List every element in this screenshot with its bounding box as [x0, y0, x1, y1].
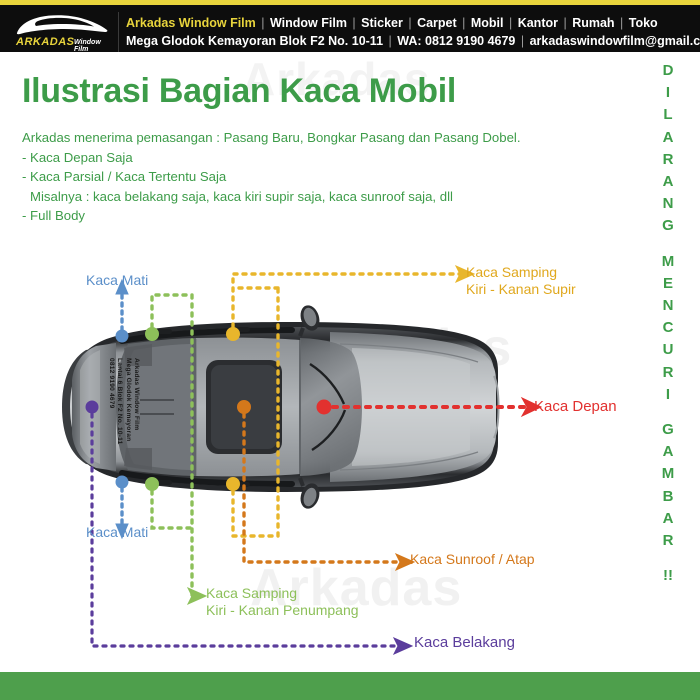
vertical-warning-letter: C — [662, 319, 674, 337]
header-nav-item[interactable]: Window Film — [269, 16, 347, 30]
callout-kaca-mati-top — [115, 278, 129, 343]
header-nav-item[interactable]: Kantor — [517, 16, 558, 30]
vertical-warning-letter: E — [662, 274, 673, 292]
header-separator: | — [257, 16, 268, 30]
header-underline — [0, 52, 700, 55]
callout-samping-penumpang — [145, 293, 208, 606]
brand-logo[interactable]: ARKADAS Window Film — [8, 11, 116, 53]
label-kaca-mati-bottom: Kaca Mati — [86, 524, 149, 540]
vertical-warning-letter: U — [662, 341, 674, 359]
label-line-1: Kaca Samping — [466, 264, 558, 280]
callout-kaca-mati-bottom — [115, 475, 129, 540]
header-separator: | — [616, 16, 627, 30]
callout-samping-supir — [226, 264, 476, 538]
label-line-1: Kaca Samping — [206, 585, 298, 601]
car-stamp-line: Arkadas Window Film — [133, 358, 140, 431]
vertical-warning-letter: D — [662, 62, 674, 79]
intro-text-block: Arkadas menerima pemasangan : Pasang Bar… — [22, 128, 521, 226]
logo-subtitle: Window Film — [74, 39, 101, 53]
header-separator: | — [559, 16, 571, 30]
header-nav-line: Arkadas Window Film | Window Film | Stic… — [126, 16, 658, 30]
vertical-warning-letter: L — [663, 106, 673, 124]
page-title: Ilustrasi Bagian Kaca Mobil — [22, 72, 457, 110]
header-nav-item[interactable]: Sticker — [361, 16, 403, 30]
vertical-warning-letter: A — [662, 128, 674, 146]
header-brand-name[interactable]: Arkadas Window Film — [126, 16, 256, 30]
label-kaca-belakang: Kaca Belakang — [414, 634, 515, 651]
vertical-warning-letter: A — [662, 443, 674, 461]
vertical-warning-letter: B — [662, 487, 674, 505]
label-line-2: Kiri - Kanan Penumpang — [206, 602, 359, 618]
header-nav-item[interactable]: Carpet — [417, 16, 457, 30]
header-address[interactable]: Mega Glodok Kemayoran Blok F2 No. 10-11 — [126, 34, 384, 48]
intro-line: Arkadas menerima pemasangan : Pasang Bar… — [22, 130, 521, 145]
side-mirror-bottom — [298, 477, 320, 509]
header-separator: | — [348, 16, 360, 30]
header-separator: | — [517, 34, 528, 48]
header-nav-item[interactable]: Rumah — [572, 16, 615, 30]
header-separator: | — [404, 16, 416, 30]
car-silhouette-icon — [16, 15, 108, 35]
car-stamp-line: Lantai 6 Blok F2 No. 10-11 — [116, 358, 124, 445]
vertical-warning-letter: M — [661, 465, 675, 483]
header-separator: | — [385, 34, 396, 48]
vertical-warning-letter: N — [662, 195, 674, 213]
header-bar: ARKADAS Window Film Arkadas Window Film … — [0, 5, 700, 53]
vertical-warning-letter: I — [665, 385, 671, 403]
car-stamp-line: Mega Glodok Kemayoran — [124, 358, 132, 442]
vertical-warning-letter: A — [662, 173, 674, 191]
header-contact-line: Mega Glodok Kemayoran Blok F2 No. 10-11 … — [126, 34, 700, 48]
header-separator: | — [458, 16, 469, 30]
vertical-warning-letter: G — [662, 421, 674, 439]
label-kaca-mati-top: Kaca Mati — [86, 272, 149, 288]
callout-sunroof — [237, 400, 416, 572]
vertical-warning-letter: M — [661, 252, 675, 270]
intro-line: - Kaca Depan Saja — [22, 149, 133, 165]
intro-line: - Kaca Parsial / Kaca Tertentu Saja — [22, 169, 227, 184]
vertical-warning-letter: !! — [663, 567, 673, 585]
side-mirror-top — [298, 305, 320, 337]
callout-kaca-belakang — [85, 400, 414, 656]
header-separator: | — [505, 16, 516, 30]
vertical-warning-letter: I — [665, 84, 671, 102]
vertical-warning-letter: N — [662, 297, 674, 315]
vertical-warning-letter: R — [662, 532, 674, 550]
label-kaca-sunroof: Kaca Sunroof / Atap — [410, 551, 535, 567]
vertical-warning-letter: R — [662, 150, 674, 168]
header-nav-item[interactable]: Toko — [628, 16, 658, 30]
bottom-green-bar — [0, 672, 700, 700]
logo-wordmark: ARKADAS — [16, 36, 75, 48]
header-whatsapp[interactable]: WA: 0812 9190 4679 — [397, 34, 516, 48]
header-nav-item[interactable]: Mobil — [470, 16, 504, 30]
car-glass-diagram — [62, 264, 543, 656]
logo-divider — [118, 12, 119, 52]
label-kaca-samping-supir: Kaca Samping Kiri - Kanan Supir — [466, 264, 576, 298]
car-stamp-line: 0812 9190 4679 — [107, 358, 115, 409]
callout-kaca-depan — [316, 396, 543, 418]
vertical-warning-letter: G — [662, 217, 674, 235]
label-kaca-depan: Kaca Depan — [534, 398, 617, 415]
intro-line: Misalnya : kaca belakang saja, kaca kiri… — [30, 188, 453, 204]
label-kaca-samping-penumpang: Kaca Samping Kiri - Kanan Penumpang — [206, 585, 359, 619]
header-email[interactable]: arkadaswindowfilm@gmail.com — [529, 34, 700, 48]
intro-line: - Full Body — [22, 208, 86, 223]
vertical-warning-letter: A — [662, 509, 674, 527]
top-accent-bar — [0, 0, 700, 5]
label-line-2: Kiri - Kanan Supir — [466, 281, 576, 297]
vertical-warning-letter: R — [662, 363, 674, 381]
